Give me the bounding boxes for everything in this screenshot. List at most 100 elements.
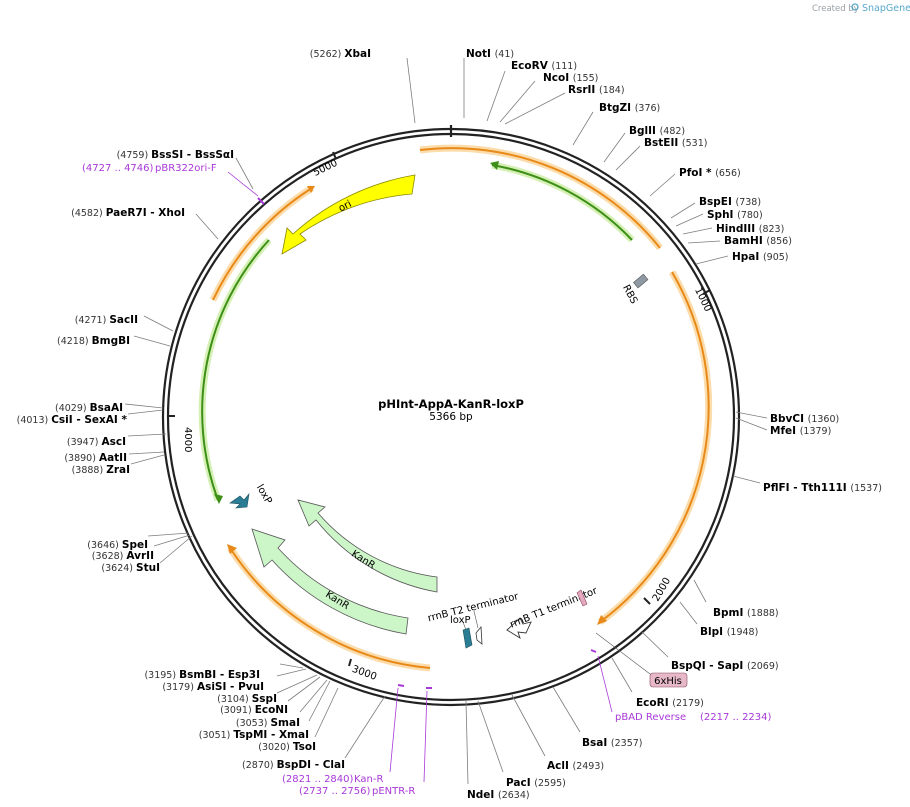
site-leader-line bbox=[603, 132, 626, 163]
restriction-site-label: (4271) SacII bbox=[75, 314, 138, 326]
site-leader-line bbox=[477, 700, 504, 773]
restriction-site-label: (3947) AscI bbox=[67, 436, 126, 448]
restriction-site-label: (3195) BsmBI - Esp3I bbox=[144, 669, 260, 681]
restriction-site-label: (4759) BssSI - BssSαI bbox=[117, 149, 234, 161]
restriction-site-label: (4218) BmgBI bbox=[57, 335, 130, 347]
orf-right bbox=[599, 271, 710, 623]
tick-5000: 5000 bbox=[312, 151, 339, 179]
restriction-site-label: HindIII (823) bbox=[716, 223, 784, 235]
restriction-site-label: (3888) ZraI bbox=[72, 464, 130, 476]
orf-left-green bbox=[201, 239, 270, 501]
site-leader-line bbox=[276, 674, 318, 694]
restriction-site-label: NcoI (155) bbox=[543, 72, 598, 84]
orf-bottom-arrowhead bbox=[227, 544, 237, 554]
site-leader-line bbox=[649, 173, 676, 197]
restriction-site-label: NotI (41) bbox=[466, 48, 514, 60]
restriction-site-label: (3020) TsoI bbox=[258, 741, 316, 753]
small-pink-feature bbox=[576, 589, 588, 607]
site-leader-line bbox=[682, 227, 713, 235]
primer-pbad-range: (2217 .. 2234) bbox=[700, 712, 772, 723]
site-leader-line bbox=[504, 92, 566, 125]
site-leader-line bbox=[127, 409, 164, 415]
restriction-site-label: (3179) AsiSI - PvuI bbox=[162, 681, 264, 693]
site-leader-line bbox=[693, 579, 707, 603]
credit-brand: SnapGene bbox=[862, 3, 910, 14]
rrnb-t2-terminator-feature: rrnB T2 terminator bbox=[427, 591, 521, 645]
site-leader-line bbox=[406, 57, 416, 124]
site-leader-line bbox=[611, 657, 633, 693]
site-leader-line bbox=[153, 534, 191, 547]
restriction-site-label: BspQI - SapI (2069) bbox=[671, 660, 779, 672]
ori-feature: ori bbox=[281, 174, 416, 255]
tick-1000: 1000 bbox=[692, 286, 713, 314]
site-leader-line bbox=[572, 111, 594, 146]
primer-pbr322ori-range: (4727 .. 4746) bbox=[82, 163, 154, 174]
primer-pentr-name: pENTR-R bbox=[372, 786, 415, 797]
kanr-outer-feature: KanR bbox=[251, 528, 409, 635]
restriction-site-label: EcoRI (2179) bbox=[636, 697, 704, 709]
restriction-site-label: PacI (2595) bbox=[506, 777, 566, 789]
restriction-site-label: (3890) AatII bbox=[64, 452, 127, 464]
orf-upper-left-arrowhead bbox=[307, 186, 315, 193]
loxp-left-label: loxP bbox=[254, 483, 274, 506]
orf-top bbox=[419, 147, 661, 249]
kanr-inner-feature: KanR bbox=[297, 499, 438, 593]
site-leader-line bbox=[124, 403, 164, 409]
site-leader-line bbox=[314, 687, 339, 738]
site-leader-line bbox=[128, 451, 165, 455]
restriction-sites: (5262) XbaI NotI (41)EcoRV (111)NcoI (155… bbox=[17, 48, 882, 801]
primer-kanr-name: Kan-R bbox=[354, 774, 383, 785]
restriction-site-label: (3624) StuI bbox=[101, 562, 160, 574]
site-leader-line bbox=[159, 535, 193, 564]
site-leader-line bbox=[127, 433, 167, 437]
restriction-site-label: EcoRV (111) bbox=[511, 60, 577, 72]
snapgene-logo-icon bbox=[851, 3, 859, 11]
svg-text:4000: 4000 bbox=[182, 427, 193, 452]
site-leader-line bbox=[679, 601, 698, 625]
site-leader-line bbox=[499, 80, 536, 123]
restriction-site-label: BbvCI (1360) bbox=[770, 413, 839, 425]
svg-text:3000: 3000 bbox=[350, 664, 378, 683]
restriction-site-label: (3053) SmaI bbox=[236, 717, 300, 729]
restriction-site-label: NdeI (2634) bbox=[467, 789, 530, 801]
orf-top-green bbox=[491, 164, 633, 241]
rrnb-t1-terminator-feature: rrnB T1 terminator bbox=[506, 585, 600, 640]
site-leader-line bbox=[670, 202, 696, 219]
site-leader-line bbox=[735, 417, 768, 431]
orf-top-green-arrowhead bbox=[490, 161, 499, 170]
site-leader-line bbox=[287, 676, 321, 702]
restriction-site-label: (3091) EcoNI bbox=[220, 704, 288, 716]
restriction-site-label: (4582) PaeR7I - XhoI bbox=[71, 207, 185, 219]
loxp-bottom-label: loxP bbox=[450, 615, 471, 626]
site-leader-line bbox=[732, 475, 761, 484]
tick-3000: 3000 bbox=[348, 658, 378, 683]
his-tag-label: 6xHis bbox=[654, 676, 682, 687]
site-leader-line bbox=[195, 213, 219, 240]
site-leader-line bbox=[299, 679, 328, 713]
orf-bottom-glow bbox=[227, 546, 431, 672]
restriction-site-label: (5262) XbaI bbox=[310, 48, 371, 60]
site-leader-line bbox=[235, 157, 254, 190]
plasmid-size: 5366 bp bbox=[429, 411, 473, 423]
rbs-label: RBS bbox=[620, 283, 639, 306]
ori-label: ori bbox=[337, 199, 354, 215]
restriction-site-label: BlpI (1948) bbox=[700, 626, 758, 638]
restriction-site-label: BsaI (2357) bbox=[582, 737, 643, 749]
primer-pbr322ori-name: pBR322ori-F bbox=[155, 163, 217, 174]
site-leader-line bbox=[308, 680, 331, 722]
primer-kanr-range: (2821 .. 2840) bbox=[282, 774, 354, 785]
site-leader-line bbox=[130, 454, 165, 465]
restriction-site-label: (3628) AvrII bbox=[92, 550, 154, 562]
restriction-site-label: BtgZI (376) bbox=[599, 102, 660, 114]
restriction-site-label: MfeI (1379) bbox=[770, 425, 831, 437]
orf-left-green-arrowhead bbox=[214, 494, 223, 504]
restriction-site-label: (2870) BspDI - ClaI bbox=[242, 759, 345, 771]
site-leader-line bbox=[147, 532, 190, 537]
site-leader-line bbox=[675, 213, 704, 227]
restriction-site-label: PflFI - Tth111I (1537) bbox=[763, 482, 882, 494]
orf-upper-left bbox=[212, 187, 313, 301]
primer-pentr-range: (2737 .. 2756) bbox=[299, 786, 371, 797]
site-leader-line bbox=[552, 686, 581, 733]
orf-left-green-glow bbox=[198, 237, 272, 502]
